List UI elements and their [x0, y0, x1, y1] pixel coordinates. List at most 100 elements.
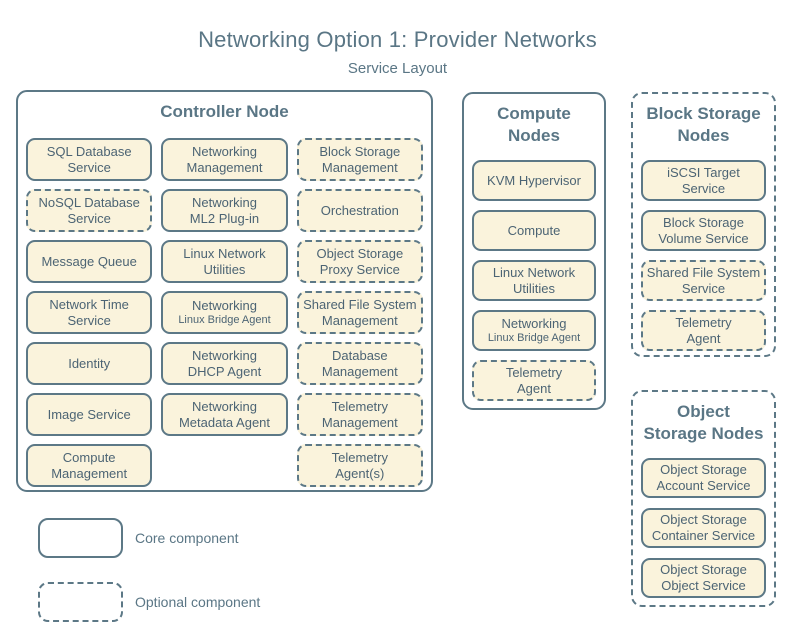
service-label-line: NoSQL Database	[38, 194, 140, 210]
service-label-line: Networking	[191, 194, 257, 210]
service-label-line: SQL Database	[46, 143, 132, 159]
legend-optional-row: Optional component	[38, 582, 260, 622]
service-label-line: Networking	[191, 298, 257, 313]
service-label-line: Management	[321, 312, 398, 328]
service-label-line: Utilities	[513, 280, 555, 296]
empty-grid-cell	[161, 444, 287, 487]
service-label-line: Message Queue	[41, 253, 137, 269]
group-title-line: Nodes	[508, 126, 560, 145]
service-label-line: Service	[67, 159, 111, 175]
service-label-line: Management	[321, 159, 398, 175]
core-component-swatch	[38, 518, 123, 558]
service-label-line: Utilities	[203, 261, 246, 277]
service-label-line: DHCP Agent	[187, 363, 262, 379]
service-label-line: Service	[681, 280, 726, 296]
service-box: Image Service	[26, 393, 153, 436]
group-title-line: Storage Nodes	[643, 424, 764, 443]
diagram-subtitle: Service Layout	[347, 60, 448, 77]
service-label-line: Shared File System	[303, 296, 417, 312]
service-label-line: Shared File System	[646, 264, 761, 280]
service-box: Message Queue	[26, 240, 153, 283]
service-label-line: Container Service	[651, 528, 756, 543]
service-label-line: Management	[51, 465, 128, 481]
group-title-line: Compute	[497, 104, 571, 123]
service-label-line: Volume Service	[658, 230, 749, 246]
service-label-line: Object Service	[661, 578, 746, 593]
service-label-line: iSCSI Target	[667, 164, 740, 180]
service-label-line: Object Storage	[660, 512, 747, 527]
service-label-line: Account Service	[656, 478, 751, 493]
service-box: KVM Hypervisor	[472, 160, 596, 201]
service-box: Orchestration	[296, 189, 423, 232]
service-label-line: Compute	[507, 222, 561, 238]
service-label-line: Networking	[501, 316, 567, 331]
service-sublabel: Linux Bridge Agent	[178, 314, 271, 326]
service-label-line: Compute	[62, 449, 116, 465]
group-title-line: Object	[677, 402, 730, 421]
legend-core-label: Core component	[135, 530, 239, 546]
service-label-line: Object Storage	[660, 562, 747, 577]
service-label-line: Orchestration	[320, 202, 399, 218]
controller-node-group-title: Controller Node	[18, 101, 431, 123]
service-label-line: Telemetry	[331, 449, 388, 465]
legend-optional-label: Optional component	[135, 594, 261, 610]
service-label-line: Block Storage	[319, 143, 401, 159]
service-label-line: Proxy Service	[319, 261, 400, 277]
service-label-line: Database	[332, 347, 388, 363]
service-label-line: KVM Hypervisor	[487, 172, 581, 188]
service-box: Compute	[472, 210, 596, 251]
service-label-line: ML2 Plug-in	[189, 210, 260, 226]
service-label-line: Telemetry	[331, 398, 388, 414]
service-label-line: Service	[681, 180, 726, 196]
service-label-line: Image Service	[47, 406, 131, 422]
service-label-line: Identity	[68, 355, 111, 371]
service-label-line: Network Time	[49, 296, 129, 312]
service-label-line: Telemetry	[675, 314, 732, 330]
service-label-line: Management	[321, 414, 398, 430]
service-box: Identity	[26, 342, 153, 385]
service-label-line: Telemetry	[505, 364, 563, 380]
service-sublabel: Linux Bridge Agent	[487, 332, 581, 344]
service-label-line: Metadata Agent	[178, 414, 271, 430]
service-label-line: Networking	[191, 398, 257, 414]
service-label-line: Object Storage	[660, 462, 747, 477]
group-title-line: Nodes	[677, 126, 730, 145]
service-label-line: Service	[67, 312, 111, 328]
service-label-line: Linux Network	[183, 245, 266, 261]
group-title-line: Block Storage	[646, 104, 761, 123]
service-label-line: Block Storage	[663, 214, 744, 230]
optional-component-swatch	[38, 582, 123, 622]
diagram-title: Networking Option 1: Provider Networks	[198, 27, 597, 52]
group-title-line: Controller Node	[160, 102, 289, 121]
